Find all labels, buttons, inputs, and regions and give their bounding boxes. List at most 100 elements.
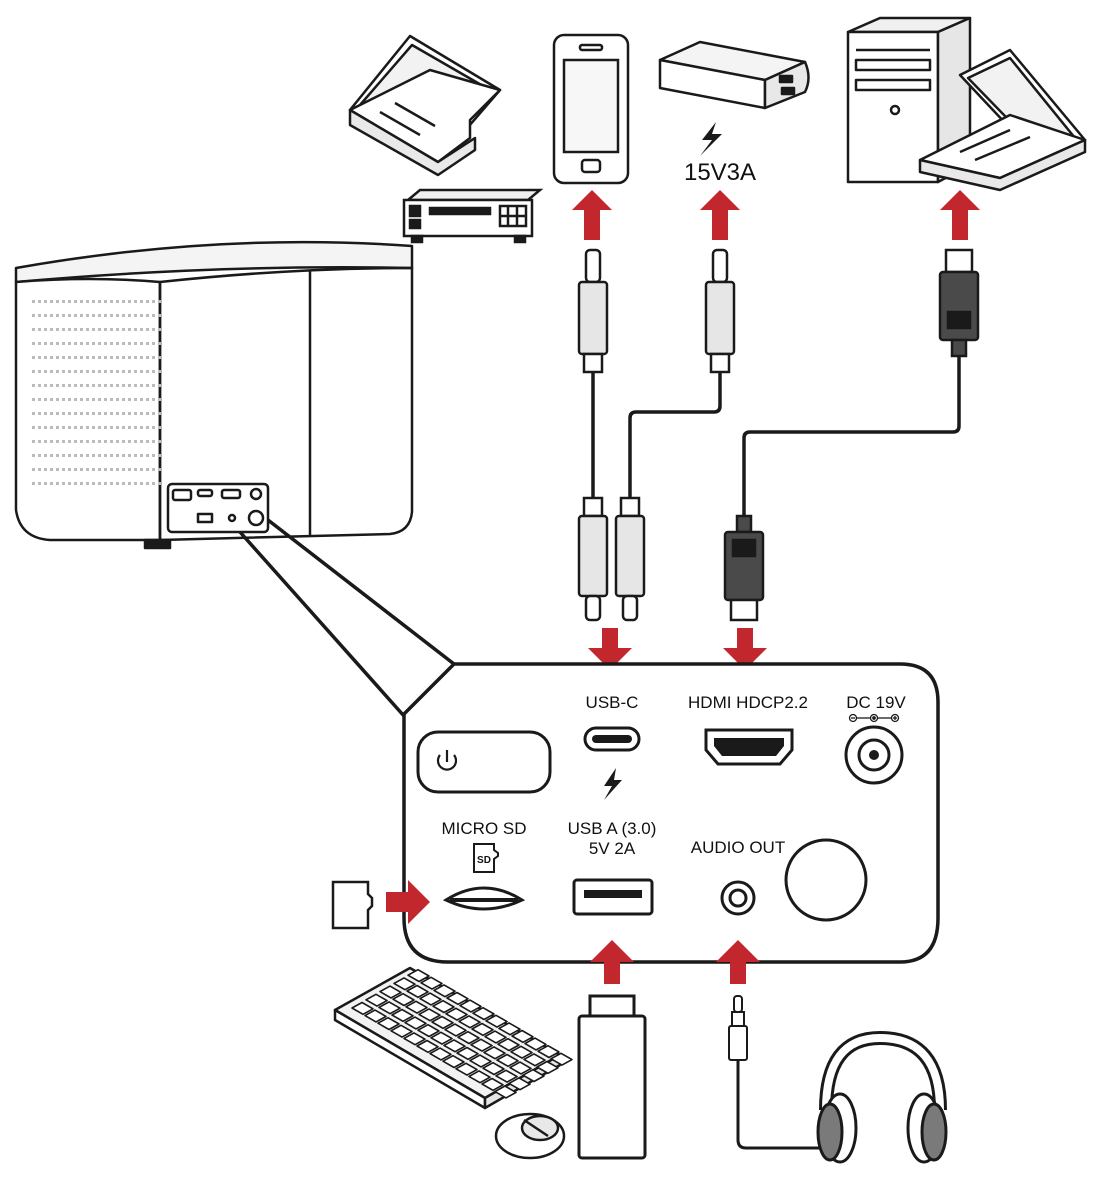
- grille-dot: [128, 412, 131, 415]
- grille-dot: [110, 468, 113, 471]
- grille-dot: [74, 454, 77, 457]
- grille-dot: [134, 370, 137, 373]
- grille-dot: [104, 384, 107, 387]
- grille-dot: [122, 412, 125, 415]
- arrow-right-icon: [386, 880, 430, 924]
- grille-dot: [122, 300, 125, 303]
- grille-dot: [110, 356, 113, 359]
- usb-c-cable: [577, 248, 609, 374]
- keyboard-key: [550, 1052, 573, 1066]
- arrow-down-icon: [723, 628, 767, 670]
- keyboard-key: [393, 977, 416, 991]
- audio-jack-icon: [728, 995, 748, 1061]
- grille-dot: [62, 398, 65, 401]
- grille-dot: [50, 370, 53, 373]
- grille-dot: [116, 328, 119, 331]
- grille-dot: [122, 398, 125, 401]
- grille-dot: [92, 412, 95, 415]
- keyboard-key: [459, 999, 482, 1013]
- grille-dot: [92, 482, 95, 485]
- grille-dot: [56, 440, 59, 443]
- power-icon: [436, 750, 458, 771]
- grille-dot: [38, 314, 41, 317]
- grille-dot: [86, 370, 89, 373]
- grille-dot: [38, 482, 41, 485]
- grille-dot: [104, 342, 107, 345]
- grille-dot: [32, 482, 35, 485]
- grille-dot: [32, 314, 35, 317]
- grille-dot: [152, 440, 155, 443]
- arrow-up-icon: [940, 190, 980, 240]
- grille-dot: [152, 342, 155, 345]
- grille-dot: [50, 426, 53, 429]
- micro-sd-card-icon: [331, 880, 374, 930]
- grille-dot: [116, 342, 119, 345]
- grille-dot: [146, 426, 149, 429]
- grille-dot: [38, 370, 41, 373]
- grille-dot: [140, 482, 143, 485]
- power-button[interactable]: [416, 730, 552, 794]
- grille-dot: [80, 314, 83, 317]
- hdmi-label: HDMI HDCP2.2: [688, 693, 808, 712]
- grille-dot: [62, 412, 65, 415]
- grille-dot: [122, 328, 125, 331]
- grille-dot: [110, 440, 113, 443]
- keyboard-key: [365, 993, 388, 1007]
- grille-dot: [134, 468, 137, 471]
- grille-dot: [98, 384, 101, 387]
- keyboard-key: [432, 999, 455, 1014]
- grille-dot: [158, 440, 161, 443]
- grille-dot: [158, 328, 161, 331]
- grille-dot: [128, 384, 131, 387]
- grille-dot: [116, 384, 119, 387]
- grille-dot: [146, 370, 149, 373]
- grille-dot: [86, 412, 89, 415]
- grille-dot: [44, 454, 47, 457]
- grille-dot: [44, 342, 47, 345]
- grille-dot: [68, 454, 71, 457]
- keyboard-key: [470, 1038, 493, 1052]
- grille-dot: [110, 454, 113, 457]
- grille-dot: [158, 370, 161, 373]
- grille-dot: [128, 440, 131, 443]
- grille-dot: [56, 370, 59, 373]
- grille-dot: [80, 356, 83, 359]
- usb-a-port-inner: [584, 890, 642, 898]
- grille-dot: [134, 454, 137, 457]
- grille-dot: [86, 398, 89, 401]
- grille-dot: [152, 468, 155, 471]
- grille-dot: [128, 398, 131, 401]
- grille-dot: [128, 454, 131, 457]
- usb-c-label: USB-C: [586, 693, 639, 712]
- grille-dot: [44, 370, 47, 373]
- keyboard-key: [496, 1053, 519, 1068]
- arrow-up-icon: [716, 940, 760, 984]
- grille-dot: [128, 356, 131, 359]
- laptop-icon: [348, 34, 502, 177]
- grille-dot: [74, 412, 77, 415]
- grille-dot: [50, 440, 53, 443]
- grille-dot: [80, 398, 83, 401]
- audio-out-label: AUDIO OUT: [691, 838, 785, 857]
- grille-dot: [68, 398, 71, 401]
- mouse-icon: [494, 1112, 566, 1160]
- grille-dot: [86, 454, 89, 457]
- grille-dot: [152, 356, 155, 359]
- keyboard-key: [405, 1000, 428, 1014]
- grille-dot: [104, 314, 107, 317]
- grille-dot: [56, 468, 59, 471]
- grille-dot: [110, 384, 113, 387]
- grille-dot: [116, 300, 119, 303]
- grille-dot: [56, 342, 59, 345]
- grille-dot: [74, 314, 77, 317]
- grille-dot: [92, 384, 95, 387]
- keyboard-key: [458, 1015, 481, 1029]
- keyboard-key: [443, 1039, 466, 1053]
- grille-dot: [134, 482, 137, 485]
- grille-dot: [86, 440, 89, 443]
- grille-dot: [68, 384, 71, 387]
- grille-dot: [152, 412, 155, 415]
- grille-dot: [80, 440, 83, 443]
- grille-dot: [50, 398, 53, 401]
- grille-dot: [62, 314, 65, 317]
